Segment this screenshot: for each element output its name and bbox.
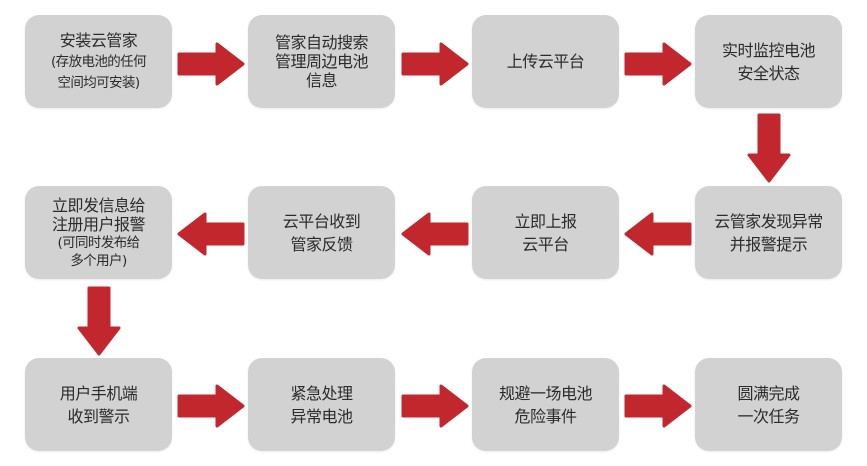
step-text: 一次任务: [737, 406, 800, 426]
arrow-right-icon: [624, 42, 692, 86]
step-text: 并报警提示: [729, 234, 808, 254]
step-user-phone-alert: 用户手机端 收到警示: [25, 358, 172, 451]
step-note: (存放电池的任何: [51, 54, 147, 70]
arrow-right-icon: [624, 384, 692, 428]
step-note: 多个用户): [70, 252, 127, 269]
step-report-cloud: 立即上报 云平台: [472, 186, 619, 279]
step-note: 空间均可安装): [57, 75, 140, 91]
step-text: 圆满完成: [737, 383, 800, 403]
step-text: 云管家发现异常: [714, 211, 823, 231]
arrow-down-icon: [77, 286, 121, 356]
step-avoid-danger: 规避一场电池 危险事件: [472, 358, 619, 451]
step-text: 云平台: [522, 234, 569, 254]
step-install-cloud-butler: 安装云管家 (存放电池的任何 空间均可安装): [25, 15, 172, 108]
step-text: 管家自动搜索: [274, 33, 369, 52]
arrow-right-icon: [177, 42, 245, 86]
step-text: 管家反馈: [290, 234, 353, 254]
step-text: 紧急处理: [290, 383, 353, 403]
step-task-complete: 圆满完成 一次任务: [695, 358, 842, 451]
step-upload-cloud: 上传云平台: [472, 15, 619, 108]
arrow-left-icon: [401, 212, 469, 256]
step-text: 管理周边电池: [274, 52, 369, 71]
step-text: 安装云管家: [59, 31, 138, 50]
step-note: (可同时发布给: [57, 234, 140, 251]
step-realtime-monitoring: 实时监控电池 安全状态: [695, 15, 842, 108]
step-text: 收到警示: [67, 406, 130, 426]
arrow-left-icon: [177, 212, 245, 256]
step-detect-anomaly: 云管家发现异常 并报警提示: [695, 186, 842, 279]
arrow-right-icon: [177, 384, 245, 428]
step-text: 注册用户报警: [51, 214, 146, 234]
step-text: 危险事件: [514, 406, 577, 426]
step-text: 上传云平台: [506, 52, 585, 71]
arrow-right-icon: [401, 42, 469, 86]
step-text: 用户手机端: [59, 383, 138, 403]
step-text: 实时监控电池: [721, 40, 816, 60]
step-text: 安全状态: [737, 63, 800, 83]
step-text: 异常电池: [290, 406, 353, 426]
step-text: 立即发信息给: [51, 195, 146, 215]
step-emergency-handling: 紧急处理 异常电池: [248, 358, 395, 451]
step-notify-users: 立即发信息给 注册用户报警 (可同时发布给 多个用户): [25, 186, 172, 279]
step-text: 规避一场电池: [498, 383, 593, 403]
step-text: 云平台收到: [282, 211, 361, 231]
step-auto-search-batteries: 管家自动搜索 管理周边电池 信息: [248, 15, 395, 108]
step-text: 信息: [305, 71, 338, 90]
arrow-down-icon: [747, 113, 791, 183]
step-cloud-receives-feedback: 云平台收到 管家反馈: [248, 186, 395, 279]
step-text: 立即上报: [514, 211, 577, 231]
arrow-left-icon: [624, 212, 692, 256]
arrow-right-icon: [401, 384, 469, 428]
